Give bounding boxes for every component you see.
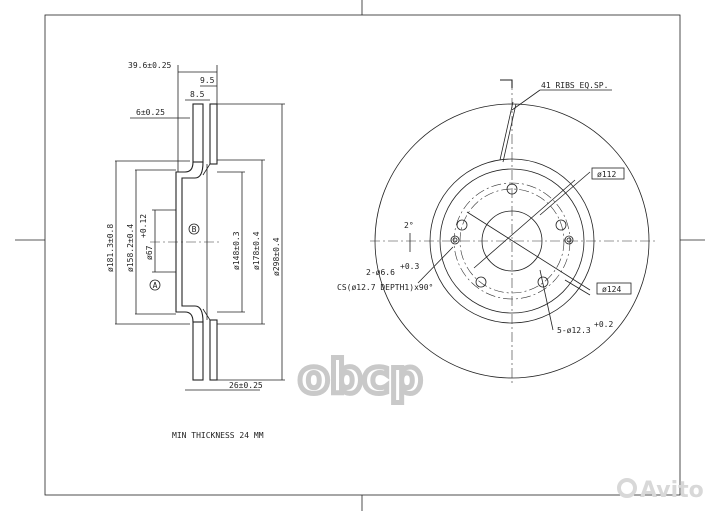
angle-label: 2° <box>404 221 414 230</box>
dim-8-5: 8.5 <box>190 90 205 99</box>
dim-dia-178: ø178±0.4 <box>252 231 261 270</box>
dim-thickness: 26±0.25 <box>229 381 263 390</box>
countersink-label: CS(ø12.7 DEPTH1)x90° <box>337 283 433 292</box>
side-dimension-lines <box>115 65 285 391</box>
min-thickness-note: MIN THICKNESS 24 MM <box>172 431 264 440</box>
small-holes-label: 2-ø6.6 <box>366 268 395 277</box>
dia-124-label: ø124 <box>602 285 621 294</box>
dim-dia-181: ø181.3±0.8 <box>106 224 115 272</box>
front-labels: 41 RIBS EQ.SP. ø112 ø124 2° 2-ø6.6 +0.3 … <box>337 81 621 335</box>
avito-watermark: Avito <box>640 478 704 503</box>
avito-logo-icon <box>617 478 637 498</box>
bolt-holes-tol: +0.2 <box>594 320 613 329</box>
datum-b-marker <box>188 223 200 235</box>
datum-b-label: B <box>192 225 197 234</box>
dim-dia-148: ø148±0.3 <box>232 231 241 270</box>
datum-a-label: A <box>153 281 158 290</box>
drawing-frame <box>15 0 705 511</box>
bolt-holes-label: 5-ø12.3 <box>557 326 591 335</box>
datum-a-marker <box>149 279 161 291</box>
dia-112-label: ø112 <box>597 170 616 179</box>
dim-hat: 6±0.25 <box>136 108 165 117</box>
disc-cross-section <box>150 103 220 381</box>
ribs-label: 41 RIBS EQ.SP. <box>541 81 608 90</box>
dim-dia-298: ø298±0.4 <box>272 237 281 276</box>
dia-112-box <box>591 167 625 180</box>
watermark-logo: obcp <box>298 350 423 404</box>
dia-124-box <box>596 282 632 295</box>
dim-dia-67: ø67 <box>145 245 154 260</box>
dim-9-5: 9.5 <box>200 76 215 85</box>
small-holes-tol: +0.3 <box>400 262 419 271</box>
disc-front-view <box>370 79 655 385</box>
dim-dia-67-tol: +0.12 <box>139 214 148 238</box>
dim-overall-height: 39.6±0.25 <box>128 61 172 70</box>
side-dimension-labels: 39.6±0.25 9.5 8.5 6±0.25 26±0.25 B A ø18… <box>106 61 281 440</box>
bolt-holes <box>450 183 574 288</box>
dim-dia-158: ø158.2±0.4 <box>126 224 135 272</box>
